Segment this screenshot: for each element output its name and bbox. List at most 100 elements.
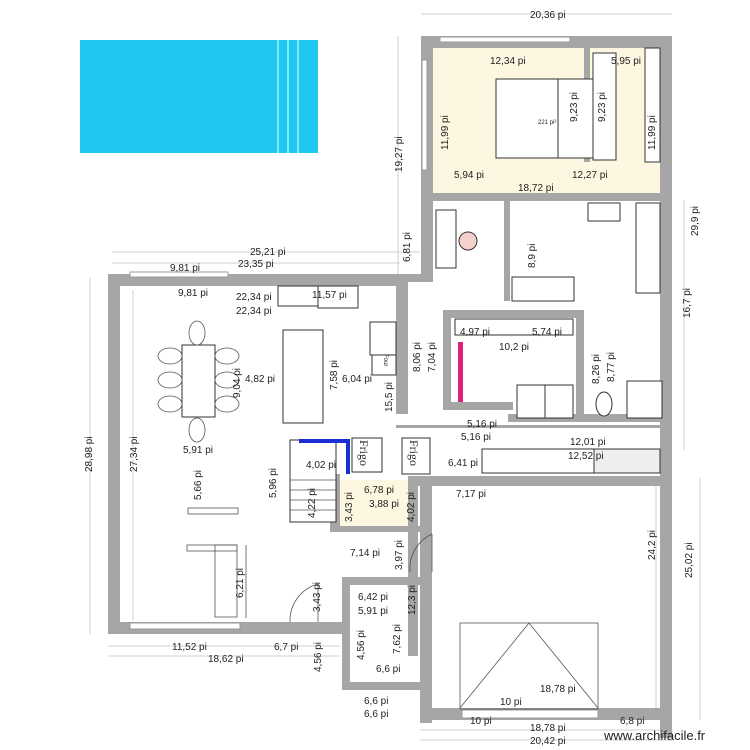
shower[interactable] xyxy=(626,380,663,419)
svg-text:6,04 pi: 6,04 pi xyxy=(342,374,372,385)
svg-text:18,62 pi: 18,62 pi xyxy=(208,654,244,665)
garage-door[interactable] xyxy=(459,622,599,710)
svg-text:4,82 pi: 4,82 pi xyxy=(245,374,275,385)
svg-text:Frigo: Frigo xyxy=(357,440,371,466)
svg-text:16,7 pi: 16,7 pi xyxy=(682,288,693,318)
svg-text:3,43 pi: 3,43 pi xyxy=(312,582,323,612)
svg-text:5,96 pi: 5,96 pi xyxy=(268,468,279,498)
svg-text:10 pi: 10 pi xyxy=(470,716,492,727)
svg-text:6,6 pi: 6,6 pi xyxy=(364,709,388,720)
svg-text:18,78 pi: 18,78 pi xyxy=(540,684,576,695)
svg-text:6,78 pi: 6,78 pi xyxy=(364,485,394,496)
svg-text:8,77 pi: 8,77 pi xyxy=(606,352,617,382)
svg-text:5,91 pi: 5,91 pi xyxy=(183,445,213,456)
svg-text:11,57 pi: 11,57 pi xyxy=(312,290,347,301)
svg-text:10 pi: 10 pi xyxy=(500,697,522,708)
dimension-lines xyxy=(89,13,701,741)
svg-text:3,43 pi: 3,43 pi xyxy=(344,492,355,522)
oven-unit[interactable] xyxy=(369,321,397,356)
svg-text:12,01 pi: 12,01 pi xyxy=(570,437,606,448)
svg-text:10,2 pi: 10,2 pi xyxy=(499,342,529,353)
svg-text:4,56 pi: 4,56 pi xyxy=(313,642,324,672)
wardrobe[interactable] xyxy=(592,52,617,161)
svg-text:4,02 pi: 4,02 pi xyxy=(306,460,336,471)
washing-machine[interactable] xyxy=(516,384,546,419)
oven[interactable] xyxy=(371,354,397,376)
svg-text:6,6 pi: 6,6 pi xyxy=(376,664,400,675)
svg-text:5,94 pi: 5,94 pi xyxy=(454,170,484,181)
dining-table[interactable] xyxy=(181,344,216,418)
svg-text:18,72 pi: 18,72 pi xyxy=(518,183,554,194)
svg-text:28,98 pi: 28,98 pi xyxy=(84,436,95,472)
kitchen-counter[interactable] xyxy=(317,285,359,309)
svg-text:20,42 pi: 20,42 pi xyxy=(530,736,566,747)
wc-floor[interactable] xyxy=(340,480,418,527)
svg-text:9,81 pi: 9,81 pi xyxy=(170,263,200,274)
svg-text:12,34 pi: 12,34 pi xyxy=(490,56,526,67)
svg-text:4,02 pi: 4,02 pi xyxy=(406,492,417,522)
svg-text:8,26 pi: 8,26 pi xyxy=(591,354,602,384)
svg-text:15,5 pi: 15,5 pi xyxy=(384,382,395,412)
svg-text:24,2 pi: 24,2 pi xyxy=(647,530,658,560)
svg-text:6,8 pi: 6,8 pi xyxy=(620,716,644,727)
svg-text:4,56 pi: 4,56 pi xyxy=(356,630,367,660)
svg-text:5,16 pi: 5,16 pi xyxy=(461,432,491,443)
dryer[interactable] xyxy=(544,384,574,419)
svg-text:7,14 pi: 7,14 pi xyxy=(350,548,380,559)
svg-text:4,97 pi: 4,97 pi xyxy=(460,327,490,338)
svg-text:9,04 pi: 9,04 pi xyxy=(232,368,243,398)
svg-text:11,99 pi: 11,99 pi xyxy=(647,115,658,150)
dining-chairs[interactable] xyxy=(157,320,240,443)
fridge[interactable] xyxy=(401,437,431,475)
cabinet[interactable] xyxy=(635,202,661,294)
kitchen-island[interactable] xyxy=(282,329,324,424)
chair[interactable] xyxy=(458,231,478,251)
pool[interactable] xyxy=(80,40,318,153)
svg-text:6,41 pi: 6,41 pi xyxy=(448,458,478,469)
svg-text:5,91 pi: 5,91 pi xyxy=(358,606,388,617)
svg-text:25,02 pi: 25,02 pi xyxy=(684,542,695,578)
svg-text:3,97 pi: 3,97 pi xyxy=(394,540,405,570)
svg-text:9,23 pi: 9,23 pi xyxy=(569,92,580,122)
sink[interactable] xyxy=(587,202,621,222)
svg-text:9,81 pi: 9,81 pi xyxy=(178,288,208,299)
door-swing[interactable] xyxy=(289,583,319,623)
toilet[interactable] xyxy=(595,391,613,417)
bed[interactable]: 221 pi² xyxy=(495,78,602,159)
door-swing[interactable] xyxy=(409,533,433,573)
radiator xyxy=(458,342,463,402)
svg-text:19,27 pi: 19,27 pi xyxy=(394,136,405,172)
watermark: www.archifacile.fr xyxy=(603,728,706,743)
svg-text:Four: Four xyxy=(382,354,388,366)
svg-text:3,88 pi: 3,88 pi xyxy=(369,499,399,510)
svg-text:6,7 pi: 6,7 pi xyxy=(274,642,298,653)
bathtub[interactable] xyxy=(511,276,575,302)
desk[interactable] xyxy=(435,209,457,269)
svg-text:22,34 pi: 22,34 pi xyxy=(236,306,272,317)
wardrobe[interactable] xyxy=(644,47,661,163)
shelf[interactable] xyxy=(454,318,574,336)
svg-text:9,23 pi: 9,23 pi xyxy=(597,92,608,122)
svg-text:6,81 pi: 6,81 pi xyxy=(402,232,413,262)
svg-text:22,34 pi: 22,34 pi xyxy=(236,292,272,303)
svg-text:7,17 pi: 7,17 pi xyxy=(456,489,486,500)
svg-text:18,78 pi: 18,78 pi xyxy=(530,723,566,734)
svg-text:5,95 pi: 5,95 pi xyxy=(611,56,641,67)
svg-text:6,21 pi: 6,21 pi xyxy=(235,568,246,598)
svg-text:12,52 pi: 12,52 pi xyxy=(568,451,604,462)
svg-text:20,36 pi: 20,36 pi xyxy=(530,10,566,21)
svg-text:29,9 pi: 29,9 pi xyxy=(690,206,701,236)
sofa[interactable] xyxy=(186,507,247,618)
svg-text:7,62 pi: 7,62 pi xyxy=(392,624,403,654)
svg-text:7,58 pi: 7,58 pi xyxy=(329,360,340,390)
svg-text:221 pi²: 221 pi² xyxy=(538,120,556,126)
staircase[interactable] xyxy=(289,439,350,523)
fridge[interactable] xyxy=(351,437,383,473)
svg-text:25,21 pi: 25,21 pi xyxy=(250,247,286,258)
svg-text:8,9 pi: 8,9 pi xyxy=(527,244,538,268)
svg-text:5,16 pi: 5,16 pi xyxy=(467,419,497,430)
svg-text:11,99 pi: 11,99 pi xyxy=(440,115,451,150)
svg-text:6,42 pi: 6,42 pi xyxy=(358,592,388,603)
svg-text:12,27 pi: 12,27 pi xyxy=(572,170,608,181)
svg-text:11,52 pi: 11,52 pi xyxy=(172,642,207,653)
